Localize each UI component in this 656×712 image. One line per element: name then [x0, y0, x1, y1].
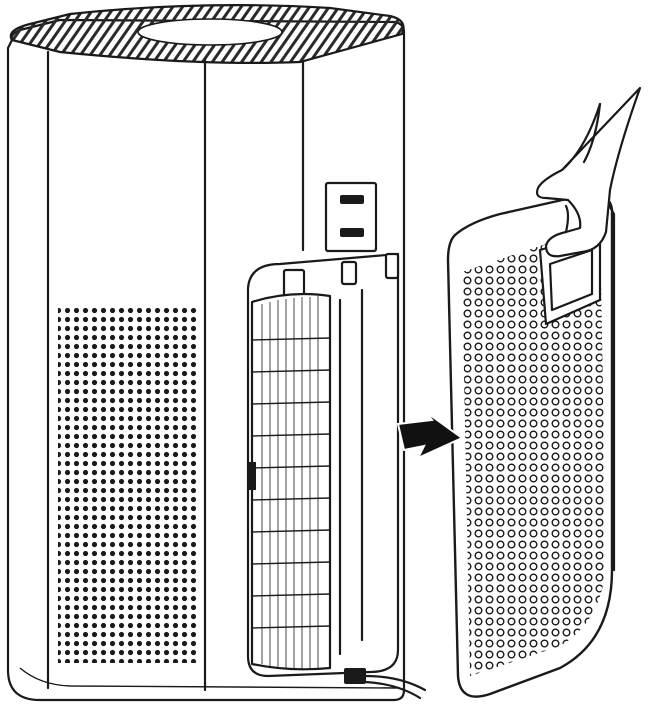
base-line: [19, 667, 401, 689]
purifier-body: [6, 3, 427, 702]
filter-cover: [446, 193, 616, 698]
cover-holes: [462, 226, 606, 676]
handle-slot: [324, 181, 378, 253]
cylinder-filter: [248, 292, 332, 671]
power-cord: [344, 668, 427, 700]
top-display: [137, 18, 283, 46]
insert-direction-arrow-icon: [396, 411, 464, 461]
opening-clips: [282, 252, 400, 298]
hand-icon: [535, 86, 642, 258]
cover-handle-inner: [548, 248, 594, 312]
front-grille: [58, 305, 198, 663]
interior-wall: [338, 288, 364, 656]
